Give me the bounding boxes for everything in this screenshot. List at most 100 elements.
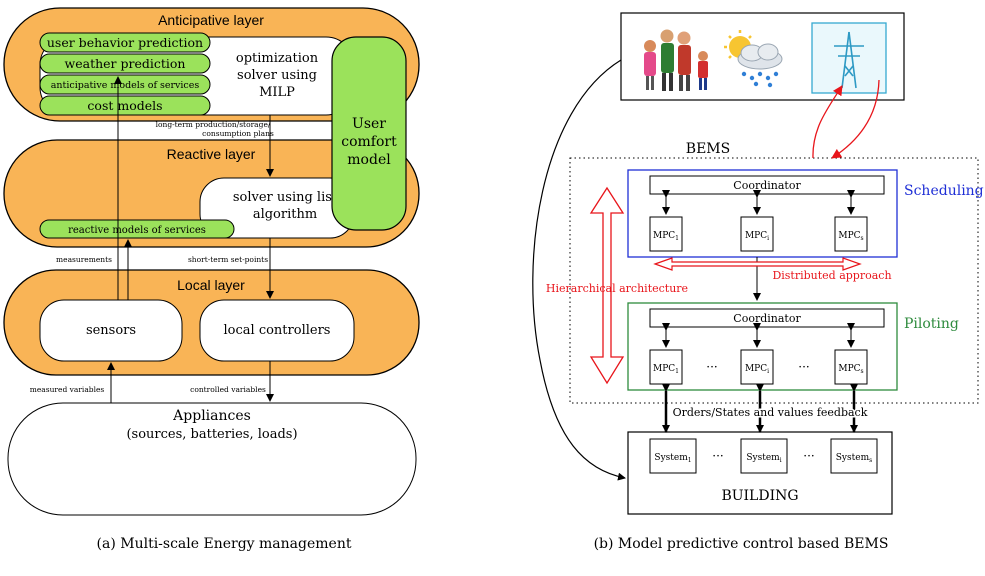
svg-text:MPC1: MPC1 [653,364,679,375]
piloting-ellipsis-2: ··· [798,360,809,374]
scheduling-coordinator-label: Coordinator [733,179,801,192]
measurements-label: measurements [56,255,112,264]
piloting-coordinator-label: Coordinator [733,312,801,325]
context-to-building-arrow [532,59,626,481]
appliances-box [7,402,417,516]
system-1-subscript: 1 [688,457,692,464]
hierarchical-double-arrow [589,186,625,385]
list-solver-line-2: algorithm [253,207,317,222]
appliances-line-1: Appliances [172,408,251,424]
piloting-coordinator [649,308,885,328]
user-comfort-model [331,36,407,231]
anticipative-models-of-services [39,74,211,95]
reactive-layer-title: Reactive layer [167,146,256,162]
optimization-solver-line-2: solver using [237,68,317,83]
anticipative-layer-title: Anticipative layer [158,12,264,28]
user-comfort-line-1: User [352,116,386,132]
sensors-box [39,299,183,362]
piloting-mpc-i: MPCi [740,349,774,385]
weather-icon [724,30,783,88]
piloting-mpc-i-subscript: i [767,368,769,375]
multi-scale-diagram: Anticipative layer optimization solver u… [3,7,420,552]
system-1: System1 [649,438,697,474]
hierarchical-label: Hierarchical architecture [546,282,688,295]
local-controllers-box [199,299,355,362]
piloting-mpc-1: MPC1 [649,349,683,385]
svg-text:Systems: Systems [836,453,872,464]
system-i-subscript: i [780,457,782,464]
plans-label-line-1: long-term production/storage/ [156,120,271,129]
piloting-mpc-s: MPCs [834,349,868,385]
piloting-mpc-s-label: MPC [838,364,860,374]
svg-text:MPCs: MPCs [838,364,863,375]
list-solver-line-1: solver using list [233,190,338,205]
scheduling-mpc-s-subscript: s [861,235,864,242]
sensors-label: sensors [86,323,136,338]
user-behavior-prediction-model [39,32,211,53]
bems-to-grid-arrow [812,85,843,159]
scheduling-mpc-1: MPC1 [649,216,683,252]
family-icon [644,29,708,91]
piloting-mpc-1-subscript: 1 [675,368,679,375]
anticipative-models-label: anticipative models of services [51,80,200,91]
scheduling-mpc-i-subscript: i [767,235,769,242]
svg-text:MPCs: MPCs [838,231,863,242]
svg-text:MPCi: MPCi [745,231,769,242]
svg-text:Systemi: Systemi [746,453,781,464]
bems-label: BEMS [686,141,730,157]
system-s: Systems [830,438,878,474]
plans-label-line-2: consumption plans [202,129,274,138]
system-s-subscript: s [869,457,872,464]
system-i: Systemi [740,438,788,474]
cost-models [39,95,211,116]
distributed-label: Distributed approach [772,269,891,282]
reactive-models-label: reactive models of services [68,225,206,236]
grid-to-bems-arrow [831,79,880,159]
system-1-label: System [654,453,688,463]
local-layer-title: Local layer [177,277,245,293]
weather-prediction-label: weather prediction [65,56,186,71]
scheduling-box [627,169,898,258]
svg-text:System1: System1 [654,453,691,464]
user-comfort-line-2: comfort [341,134,397,150]
reactive-models-of-services [39,219,235,239]
cost-models-label: cost models [87,98,162,113]
building-ellipsis-2: ··· [803,449,814,463]
scheduling-mpc-s-label: MPC [838,231,860,241]
feedback-label: Orders/States and values feedback [673,406,868,419]
piloting-mpc-i-label: MPC [745,364,767,374]
weather-prediction-model [39,53,211,74]
controlled-variables-label: controlled variables [190,385,266,394]
optimization-solver-line-1: optimization [236,51,319,66]
left-caption: (a) Multi-scale Energy management [97,536,352,552]
scheduling-mpc-s: MPCs [834,216,868,252]
scheduling-mpc-1-subscript: 1 [675,235,679,242]
right-caption: (b) Model predictive control based BEMS [594,536,889,552]
user-comfort-line-3: model [347,152,391,168]
measured-variables-label: measured variables [30,385,105,394]
power-tower-icon [811,22,887,94]
bems-region [569,157,979,404]
distributed-double-arrow [653,257,862,271]
appliances-line-2: (sources, batteries, loads) [126,427,297,442]
building-label: BUILDING [721,488,798,504]
building-ellipsis-1: ··· [712,449,723,463]
scheduling-coordinator [649,175,885,195]
svg-text:MPCi: MPCi [745,364,769,375]
optimization-solver-line-3: MILP [259,85,295,100]
scheduling-mpc-i: MPCi [740,216,774,252]
svg-text:MPC1: MPC1 [653,231,679,242]
piloting-ellipsis-1: ··· [706,360,717,374]
piloting-mpc-s-subscript: s [861,368,864,375]
scheduling-label: Scheduling [904,183,984,199]
piloting-mpc-1-label: MPC [653,364,675,374]
system-s-label: System [836,453,870,463]
scheduling-mpc-i-label: MPC [745,231,767,241]
setpoints-label: short-term set-points [188,255,268,264]
system-i-label: System [746,453,780,463]
piloting-label: Piloting [904,316,959,332]
local-controllers-label: local controllers [224,323,331,338]
mpc-bems-diagram: BEMS Scheduling Coordinator MPC1 MPCi MP… [532,12,984,552]
user-behavior-prediction-label: user behavior prediction [47,35,203,50]
scheduling-mpc-1-label: MPC [653,231,675,241]
